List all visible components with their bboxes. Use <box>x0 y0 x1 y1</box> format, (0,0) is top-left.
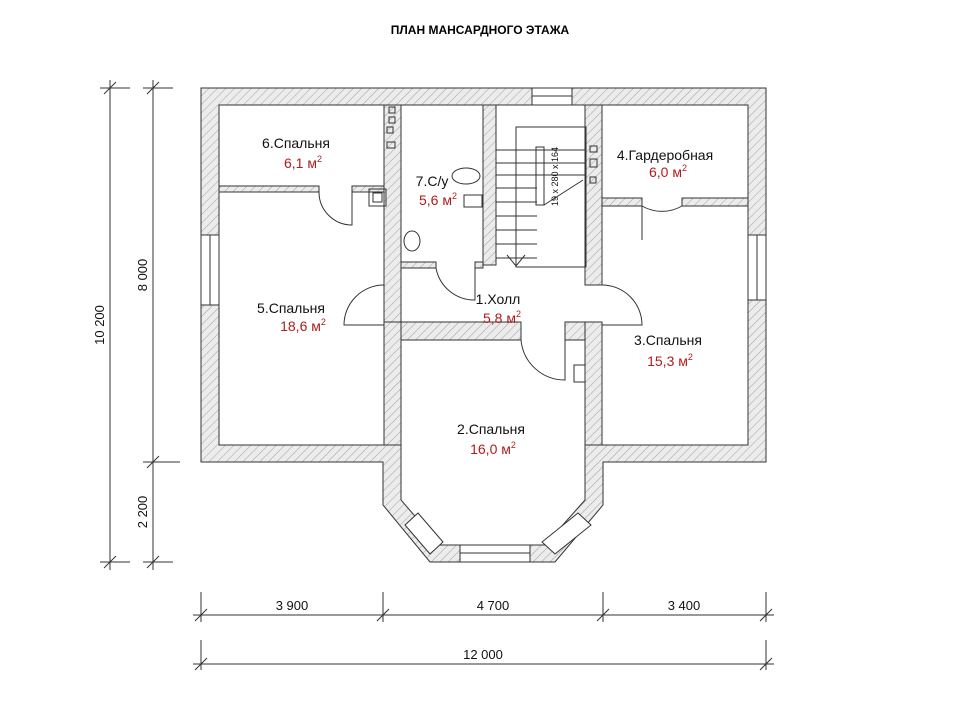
room-area: 18,6 м <box>280 318 321 334</box>
room-name: 7.С/у <box>416 173 449 189</box>
room-area: 6,0 м <box>649 164 682 180</box>
room-7: 7.С/у 5,6 м2 <box>416 173 457 208</box>
svg-text:6,1 м2: 6,1 м2 <box>284 154 322 171</box>
room-area: 5,6 м <box>419 192 452 208</box>
dim-left-main: 8 000 <box>135 259 150 292</box>
room-name: 3.Спальня <box>634 332 702 348</box>
dim-bottom-1: 3 900 <box>276 598 309 613</box>
svg-text:18,6 м2: 18,6 м2 <box>280 317 326 334</box>
room-area: 6,1 м <box>284 155 317 171</box>
room-2: 2.Спальня 16,0 м2 <box>457 421 525 457</box>
toilet-icon <box>463 194 483 208</box>
bathroom-fixtures <box>368 106 598 383</box>
stair-label: 19 x 280 x 164 <box>550 147 560 206</box>
room-3: 3.Спальня 15,3 м2 <box>634 332 702 369</box>
room-name: 5.Спальня <box>257 300 325 316</box>
room-1: 1.Холл 5,8 м2 <box>476 291 521 326</box>
windows <box>200 87 767 563</box>
dimension-lines <box>100 80 774 671</box>
room-name: 4.Гардеробная <box>617 147 713 163</box>
sink-icon <box>403 230 421 252</box>
room-area: 16,0 м <box>470 441 511 457</box>
dim-left-bay: 2 200 <box>135 496 150 529</box>
svg-text:5,8 м2: 5,8 м2 <box>483 309 521 326</box>
room-6: 6.Спальня 6,1 м2 <box>262 135 330 171</box>
room-name: 2.Спальня <box>457 421 525 437</box>
dim-bottom-3: 3 400 <box>668 598 701 613</box>
room-area: 15,3 м <box>647 353 688 369</box>
bidet-icon <box>451 167 481 185</box>
room-area: 5,8 м <box>483 310 516 326</box>
interior-walls <box>218 104 749 446</box>
doors <box>318 191 683 381</box>
plan-title: ПЛАН МАНСАРДНОГО ЭТАЖА <box>391 23 570 37</box>
dim-left-total: 10 200 <box>92 305 107 345</box>
svg-text:15,3 м2: 15,3 м2 <box>647 352 693 369</box>
svg-text:5,6 м2: 5,6 м2 <box>419 191 457 208</box>
room-name: 1.Холл <box>476 291 521 307</box>
staircase <box>496 126 587 268</box>
room-name: 6.Спальня <box>262 135 330 151</box>
room-4: 4.Гардеробная 6,0 м2 <box>617 147 713 180</box>
room-5: 5.Спальня 18,6 м2 <box>257 300 326 334</box>
svg-text:16,0 м2: 16,0 м2 <box>470 440 516 457</box>
dim-bottom-2: 4 700 <box>477 598 510 613</box>
svg-text:6,0 м2: 6,0 м2 <box>649 163 687 180</box>
dim-bottom-total: 12 000 <box>463 647 503 662</box>
